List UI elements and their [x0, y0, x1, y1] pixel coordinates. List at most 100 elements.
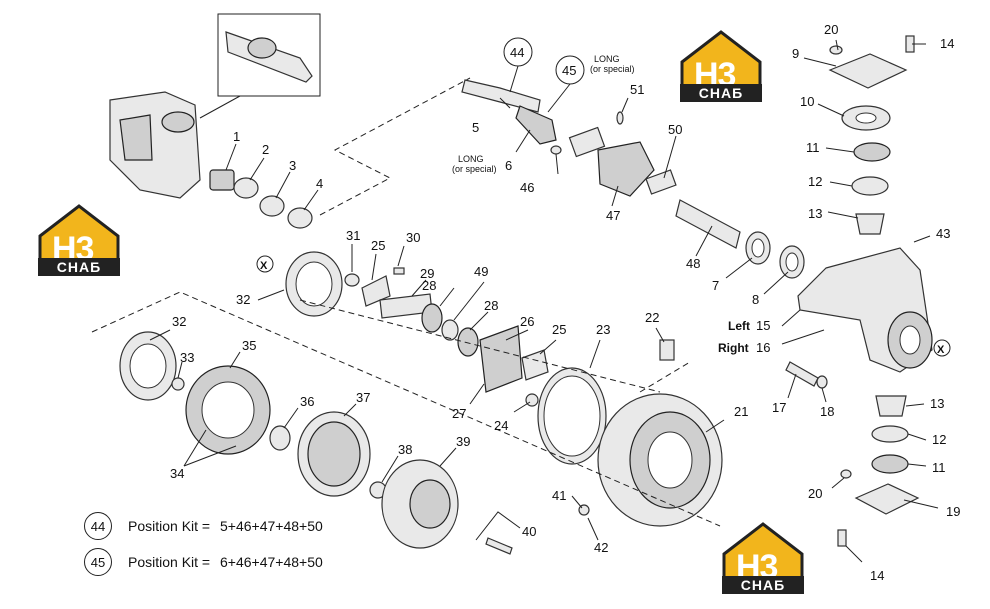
- callout-25b: 25: [552, 322, 566, 337]
- kit-formula: 5+46+47+48+50: [220, 518, 323, 534]
- callout-14a: 14: [940, 36, 954, 51]
- callout-8: 8: [752, 292, 759, 307]
- callout-4: 4: [316, 176, 323, 191]
- callout-26: 26: [520, 314, 534, 329]
- callout-37: 37: [356, 390, 370, 405]
- callout-16: 16: [756, 340, 770, 355]
- callout-15: 15: [756, 318, 770, 333]
- long-sub-label-top: (or special): [590, 64, 635, 74]
- kingpin-bottom-stack: [837, 395, 920, 547]
- callout-30: 30: [406, 230, 420, 245]
- kit-badge: 44: [84, 512, 112, 540]
- logo-left: H3 СНАБ: [38, 204, 120, 276]
- callout-18: 18: [820, 404, 834, 419]
- callout-31: 31: [346, 228, 360, 243]
- callout-32a: 32: [236, 292, 250, 307]
- callout-34: 34: [170, 466, 184, 481]
- callout-24: 24: [494, 418, 508, 433]
- callout-36: 36: [300, 394, 314, 409]
- kit-formula: 6+46+47+48+50: [220, 554, 323, 570]
- kit-text: Position Kit = 6+46+47+48+50: [128, 554, 329, 570]
- callout-25a: 25: [371, 238, 385, 253]
- callout-11b: 11: [932, 460, 946, 475]
- callout-17: 17: [772, 400, 786, 415]
- logo-top-right: H3 СНАБ: [680, 30, 762, 102]
- callout-12b: 12: [932, 432, 946, 447]
- callout-48: 48: [686, 256, 700, 271]
- callout-49: 49: [474, 264, 488, 279]
- callout-45: 45: [562, 63, 576, 78]
- callout-13a: 13: [808, 206, 822, 221]
- kit-text: Position Kit = 5+46+47+48+50: [128, 518, 329, 534]
- seals-7-8: [745, 231, 805, 279]
- right-label: Right: [718, 341, 749, 355]
- centerline-upper: [319, 77, 471, 216]
- callout-35: 35: [242, 338, 256, 353]
- callout-1: 1: [233, 129, 240, 144]
- callout-3: 3: [289, 158, 296, 173]
- callout-51: 51: [630, 82, 644, 97]
- x-marker-right: [933, 339, 951, 357]
- u-joint-assembly: [550, 111, 741, 249]
- callout-42: 42: [594, 540, 608, 555]
- kit-label: Position Kit =: [128, 518, 211, 534]
- callout-13b: 13: [930, 396, 944, 411]
- callout-47: 47: [606, 208, 620, 223]
- callout-2: 2: [262, 142, 269, 157]
- callout-10: 10: [800, 94, 814, 109]
- steering-knuckle: [797, 247, 933, 373]
- callout-14b: 14: [870, 568, 884, 583]
- kingpin-top-stack: [828, 35, 915, 235]
- callout-39: 39: [456, 434, 470, 449]
- long-sub-label-left: (or special): [452, 164, 497, 174]
- callout-27: 27: [452, 406, 466, 421]
- planetary-upper-group: [285, 251, 549, 407]
- kit-row-44: 44 Position Kit = 5+46+47+48+50: [84, 512, 329, 540]
- callout-19: 19: [946, 504, 960, 519]
- leader-lines: [149, 39, 939, 563]
- callout-32b: 32: [172, 314, 186, 329]
- callout-22: 22: [645, 310, 659, 325]
- x-marker-right-label: X: [937, 344, 945, 356]
- callout-33: 33: [180, 350, 194, 365]
- callout-12a: 12: [808, 174, 822, 189]
- x-marker-left: [256, 255, 274, 273]
- bearing-set-1-4: [209, 169, 313, 229]
- kit-label: Position Kit =: [128, 554, 211, 570]
- wheel-hub-21: [597, 339, 723, 527]
- callout-28a: 28: [422, 278, 436, 293]
- callout-28b: 28: [484, 298, 498, 313]
- logo-bottom: H3 СНАБ: [722, 522, 804, 594]
- kit-badge: 45: [84, 548, 112, 576]
- x-marker-left-label: X: [260, 260, 268, 272]
- axle-inset: [199, 13, 321, 119]
- planetary-lower-group: [119, 331, 590, 555]
- callout-46: 46: [520, 180, 534, 195]
- left-label: Left: [728, 319, 750, 333]
- callout-23: 23: [596, 322, 610, 337]
- callout-40: 40: [522, 524, 536, 539]
- callout-43: 43: [936, 226, 950, 241]
- callout-6: 6: [505, 158, 512, 173]
- callout-38: 38: [398, 442, 412, 457]
- callout-44: 44: [510, 45, 524, 60]
- long-label-left: LONG: [458, 154, 484, 164]
- callout-9: 9: [792, 46, 799, 61]
- long-label-top: LONG: [594, 54, 620, 64]
- callout-5: 5: [472, 120, 479, 135]
- callout-21: 21: [734, 404, 748, 419]
- callout-11a: 11: [806, 140, 820, 155]
- bolt-17-18: [785, 361, 828, 389]
- callout-20b: 20: [808, 486, 822, 501]
- kit-row-45: 45 Position Kit = 6+46+47+48+50: [84, 548, 329, 576]
- callout-labels: 1 2 3 4 5 6 7 8 9 10 11 11 12 12 13 13 1…: [170, 22, 960, 583]
- logo-subtitle: СНАБ: [722, 576, 804, 594]
- axle-housing: [109, 91, 201, 199]
- callout-29: 29: [420, 266, 434, 281]
- callout-50: 50: [668, 122, 682, 137]
- callout-20a: 20: [824, 22, 838, 37]
- logo-subtitle: СНАБ: [38, 258, 120, 276]
- callout-7: 7: [712, 278, 719, 293]
